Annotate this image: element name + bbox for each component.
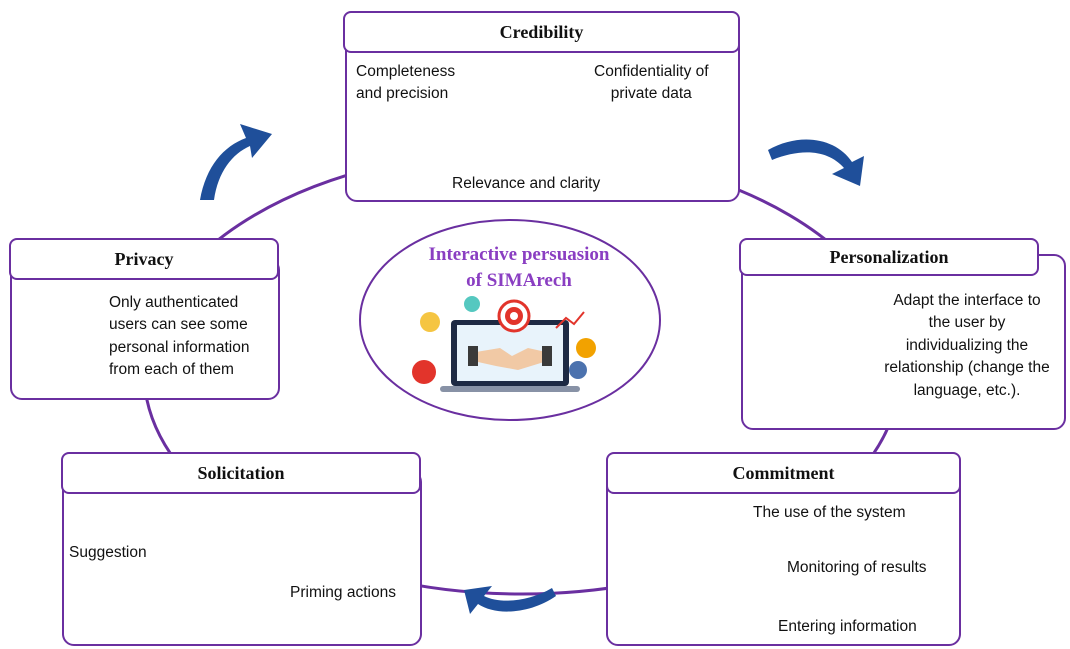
privacy-header: Privacy [9, 238, 279, 280]
privacy-line: personal information [109, 338, 250, 356]
center-title-line1: Interactive persuasion [428, 244, 610, 265]
credibility-item1-line2: and precision [356, 85, 449, 103]
credibility-item1-line1: Completeness [356, 63, 456, 80]
curved-arrow-icon [768, 139, 864, 186]
credibility-item2-line1: Confidentiality of [594, 63, 709, 80]
credibility-box [345, 30, 740, 202]
commitment-box [606, 472, 961, 646]
privacy-line: from each of them [109, 361, 234, 379]
personalization-line: the user by [928, 314, 1006, 332]
privacy-text: Only authenticated users can see some pe… [109, 292, 249, 382]
solicitation-box [62, 470, 422, 646]
credibility-item2-line2: private data [610, 85, 692, 103]
personalization-text: Adapt the interface to the user by indiv… [872, 290, 1062, 402]
personalization-header: Personalization [739, 238, 1039, 276]
commitment-item-entering: Entering information [778, 618, 917, 635]
solicitation-header: Solicitation [61, 452, 421, 494]
handshake-laptop-icon [412, 296, 596, 392]
curved-arrow-icon [464, 586, 556, 614]
privacy-line: users can see some [109, 316, 248, 334]
credibility-item-confidentiality: Confidentiality of private data [594, 61, 709, 106]
personalization-box [741, 254, 1066, 430]
center-title: Interactive persuasion of SIMArech [384, 242, 654, 293]
privacy-line: Only authenticated [109, 294, 239, 311]
commitment-header: Commitment [606, 452, 961, 494]
center-title-line2: of SIMArech [466, 269, 572, 291]
personalization-line: language, etc.). [913, 381, 1021, 399]
commitment-item-use: The use of the system [753, 504, 906, 521]
personalization-line: Adapt the interface to [893, 292, 1041, 309]
commitment-item-monitoring: Monitoring of results [787, 559, 927, 576]
personalization-line: individualizing the [905, 336, 1029, 354]
solicitation-item-priming: Priming actions [290, 584, 396, 601]
personalization-line: relationship (change the [884, 359, 1050, 377]
curved-arrow-icon [200, 124, 272, 200]
solicitation-item-suggestion: Suggestion [69, 544, 147, 561]
credibility-header: Credibility [343, 11, 740, 53]
credibility-item-completeness: Completeness and precision [356, 61, 455, 106]
credibility-item-relevance: Relevance and clarity [452, 175, 601, 192]
